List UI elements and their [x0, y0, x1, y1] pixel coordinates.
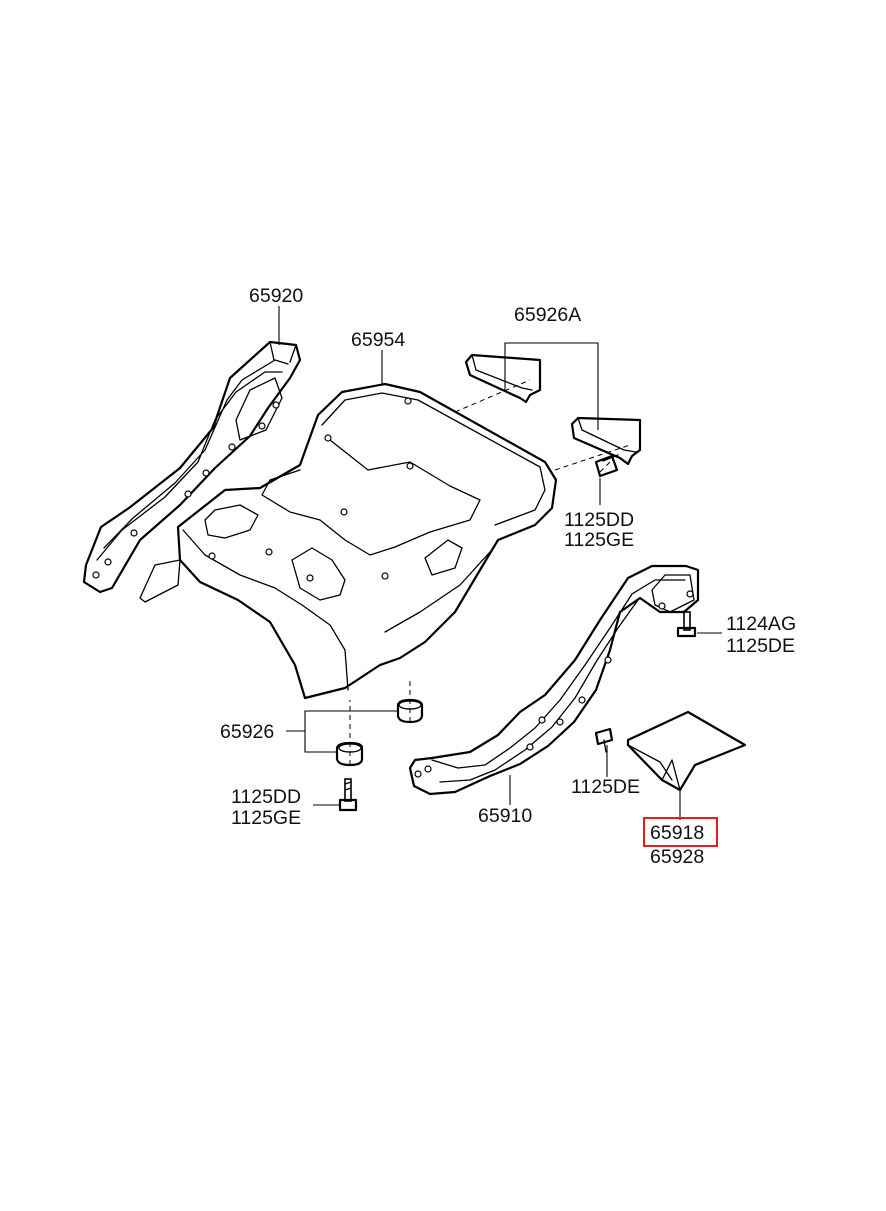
- label-1125GE-top: 1125GE: [564, 529, 634, 551]
- bolt-1125DD-top[interactable]: [594, 454, 619, 478]
- bolt-1124AG[interactable]: [676, 611, 697, 638]
- leader-lines: [278, 306, 722, 820]
- label-1125GE-left: 1125GE: [231, 807, 301, 829]
- label-65910: 65910: [478, 805, 532, 827]
- bracket-65926A-upper[interactable]: [464, 353, 542, 404]
- label-1125DD-top: 1125DD: [564, 509, 634, 531]
- label-1124AG: 1124AG: [726, 613, 796, 635]
- label-65954: 65954: [351, 329, 405, 351]
- bracket-65926A-lower[interactable]: [570, 416, 642, 466]
- label-1125DE-mid: 1125DE: [571, 776, 640, 798]
- label-65926A: 65926A: [514, 304, 581, 326]
- bolt-1125DE-mid[interactable]: [594, 727, 614, 753]
- label-65920: 65920: [249, 285, 303, 307]
- side-member-65920[interactable]: [82, 340, 302, 594]
- label-1125DD-left: 1125DD: [231, 786, 301, 808]
- label-65928: 65928: [650, 846, 704, 868]
- plate-65918[interactable]: [626, 710, 747, 792]
- highlight-box-65918: [643, 817, 718, 847]
- label-65918[interactable]: 65918: [650, 822, 704, 844]
- label-65926: 65926: [220, 721, 274, 743]
- side-member-65910[interactable]: [408, 564, 700, 796]
- label-1125DE-right: 1125DE: [726, 635, 795, 657]
- floor-pan-65954[interactable]: [139, 382, 558, 700]
- bolt-1125DD-left[interactable]: [338, 778, 358, 812]
